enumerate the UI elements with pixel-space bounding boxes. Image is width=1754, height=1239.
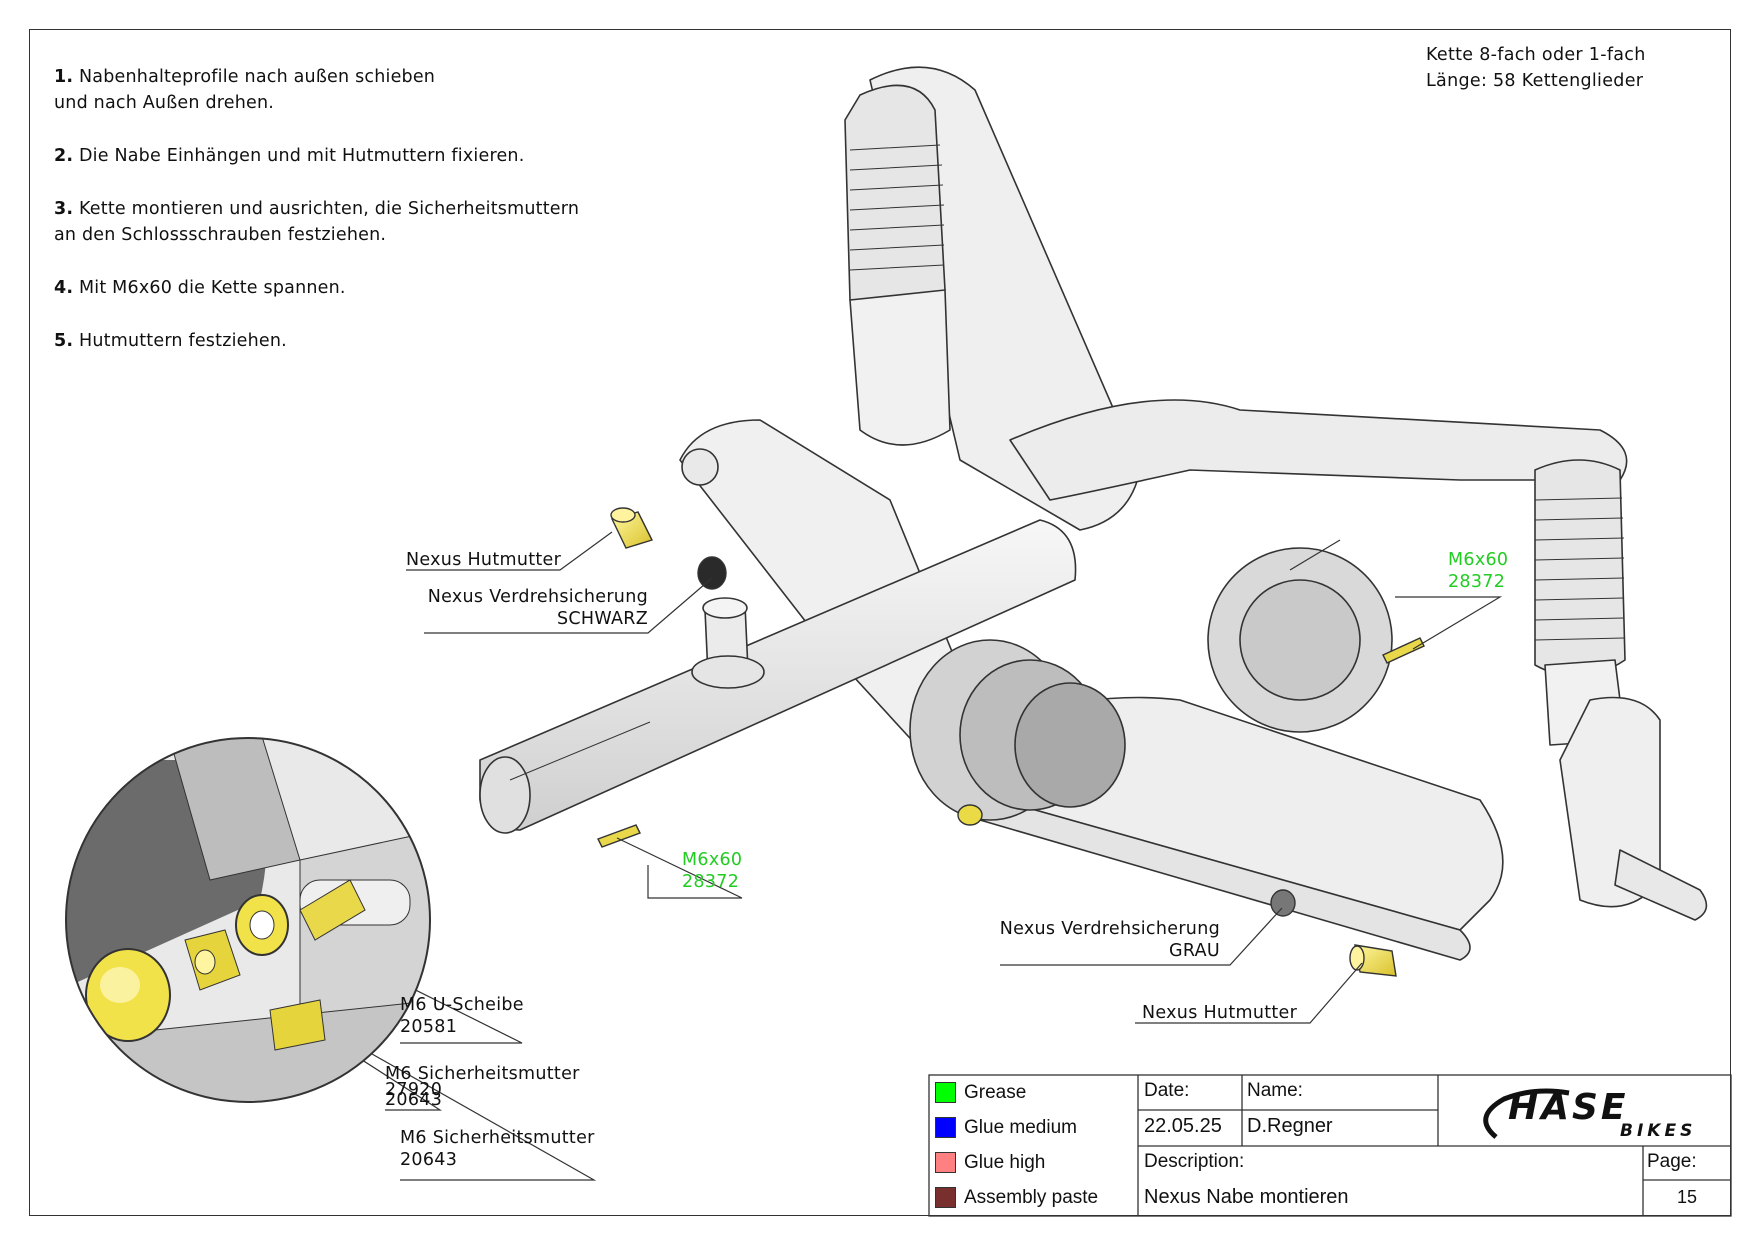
verdrehsicherung-grau-part — [1270, 889, 1296, 917]
step-text: Nabenhalteprofile nach außen schieben — [79, 67, 436, 87]
label-line: 28372 — [1448, 572, 1506, 592]
legend-assembly-paste: Assembly paste — [929, 1180, 1138, 1215]
step-3: 3. Kette montieren und ausrichten, die S… — [54, 196, 614, 248]
step-text: Mit M6x60 die Kette spannen. — [79, 278, 346, 298]
label-line: GRAU — [1169, 941, 1220, 961]
label-line: 20643 — [400, 1150, 458, 1170]
verdrehsicherung-schwarz-part — [697, 556, 727, 590]
grease-swatch — [935, 1082, 956, 1103]
legend-label: Glue medium — [964, 1116, 1077, 1138]
main-tube-end — [479, 756, 531, 834]
left-shock-absorber — [844, 84, 946, 309]
step-4: 4. Mit M6x60 die Kette spannen. — [54, 275, 614, 301]
page-number: 15 — [1676, 1187, 1698, 1207]
step-5: 5. Hutmuttern festziehen. — [54, 328, 614, 354]
legend-grease: Grease — [929, 1075, 1138, 1110]
chain-type: Kette 8-fach oder 1-fach — [1426, 45, 1646, 65]
date-label: Date: — [1144, 1080, 1190, 1101]
legend-glue-medium: Glue medium — [929, 1110, 1138, 1145]
label-line: Nexus Verdrehsicherung — [427, 587, 648, 607]
label-line: M6 Sicherheitsmutter — [385, 1064, 580, 1084]
hub-sprocket — [1014, 682, 1126, 808]
step-number: 4. — [54, 278, 74, 298]
step-2: 2. Die Nabe Einhängen und mit Hutmuttern… — [54, 143, 614, 169]
label-m6x60-right: M6x60 28372 — [1448, 549, 1508, 593]
step-text: Die Nabe Einhängen und mit Hutmuttern fi… — [79, 146, 525, 166]
inner-tube-scale — [509, 721, 651, 781]
date-value: 22.05.25 — [1144, 1115, 1222, 1137]
detail-view — [66, 738, 430, 1102]
frame-cross-tube — [1009, 399, 1628, 501]
assembly-paste-swatch — [935, 1187, 956, 1208]
step-number: 1. — [54, 67, 74, 87]
step-number: 2. — [54, 146, 74, 166]
logo-swoosh-icon — [1483, 1088, 1570, 1139]
legend-label: Assembly paste — [964, 1186, 1099, 1208]
left-pivot — [681, 448, 719, 486]
label-m6-sicherheitsmutter-b: M6 Sicherheitsmutter 20643 — [400, 1127, 595, 1171]
step-number: 5. — [54, 331, 74, 351]
page-label: Page: — [1647, 1151, 1697, 1172]
label-line: M6x60 — [1448, 550, 1509, 570]
step-1: 1. Nabenhalteprofile nach außen schieben… — [54, 64, 614, 116]
name-label: Name: — [1247, 1080, 1303, 1101]
label-m6-u-scheibe: M6 U-Scheibe 20581 — [400, 994, 524, 1038]
name-value: D.Regner — [1247, 1115, 1333, 1137]
description-value: Nexus Nabe montieren — [1144, 1186, 1349, 1208]
label-verdrehsicherung-grau: Nexus Verdrehsicherung GRAU — [990, 918, 1220, 962]
right-axle — [1614, 849, 1708, 921]
small-parts — [597, 507, 1425, 977]
title-block: Grease Glue medium Glue high Assembly pa… — [929, 1075, 1731, 1216]
step-text: Kette montieren und ausrichten, die Sich… — [79, 199, 580, 219]
legend-glue-high: Glue high — [929, 1145, 1138, 1180]
chainring-inner — [1239, 579, 1361, 701]
detail-circle-border — [65, 737, 431, 1103]
logo-subtext: BIKES — [1620, 1121, 1697, 1141]
label-line: 27920 — [385, 1080, 443, 1100]
right-shock-absorber — [1534, 459, 1626, 678]
right-shock-spring — [1534, 497, 1625, 641]
label-line: Nexus Verdrehsicherung — [999, 919, 1220, 939]
left-shock-spring — [849, 144, 945, 271]
legend-label: Grease — [964, 1081, 1027, 1103]
label-verdrehsicherung-schwarz: Nexus Verdrehsicherung SCHWARZ — [424, 586, 648, 630]
label-line: 20643 — [385, 1090, 443, 1110]
right-lower-arm — [979, 799, 1471, 961]
m6x60-right-part — [1382, 637, 1425, 664]
m6x60-left-part — [597, 824, 641, 848]
label-line: M6 Sicherheitsmutter — [400, 1128, 595, 1148]
step-number: 3. — [54, 199, 74, 219]
hub-nut-yellow — [957, 804, 983, 826]
chain-note: Kette 8-fach oder 1-fach Länge: 58 Kette… — [1426, 42, 1646, 94]
label-nexus-hutmutter-left: Nexus Hutmutter — [406, 550, 562, 570]
title-block-grid — [928, 1074, 1732, 1217]
glue-high-swatch — [935, 1152, 956, 1173]
label-line: M6 U-Scheibe — [400, 995, 524, 1015]
label-line: SCHWARZ — [556, 609, 648, 629]
glue-medium-swatch — [935, 1117, 956, 1138]
drawing-sheet-border — [29, 29, 1731, 1216]
label-line: M6x60 — [682, 850, 743, 870]
step-text: Hutmuttern festziehen. — [79, 331, 287, 351]
label-nexus-hutmutter-right: Nexus Hutmutter — [1142, 1003, 1298, 1023]
step-text-continued: und nach Außen drehen. — [54, 93, 275, 113]
mounting-post-top — [702, 597, 748, 619]
left-shock-lower — [849, 289, 951, 446]
assembly-instructions: 1. Nabenhalteprofile nach außen schieben… — [54, 64, 614, 381]
description-label: Description: — [1144, 1151, 1245, 1172]
hase-bikes-logo: HASE BIKES — [1474, 1087, 1714, 1143]
chain-length: Länge: 58 Kettenglieder — [1426, 71, 1644, 91]
label-m6-sicherheitsmutter-a: M6 Sicherheitsmutter 27920 20643 — [385, 1063, 580, 1110]
label-m6x60-left: M6x60 28372 — [682, 849, 742, 893]
mounting-post-base — [691, 655, 765, 689]
step-text-continued: an den Schlossschrauben festziehen. — [54, 225, 387, 245]
logo-text: HASE — [1508, 1087, 1629, 1128]
legend-label: Glue high — [964, 1151, 1046, 1173]
label-line: 28372 — [682, 872, 740, 892]
label-line: 20581 — [400, 1017, 458, 1037]
